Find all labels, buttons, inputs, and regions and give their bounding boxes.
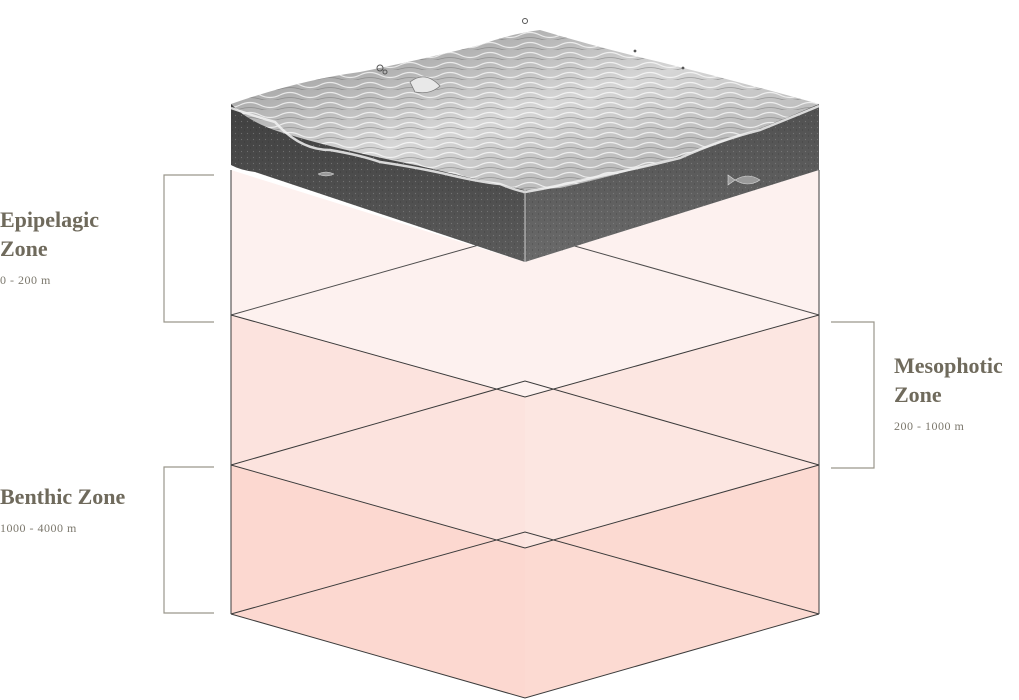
benthic-band-left-face: [231, 465, 525, 698]
zone-range-benthic: 1000 - 4000 m: [0, 521, 77, 535]
benthic-band-right-face: [525, 465, 819, 698]
boundary-epi-meso: [230, 314, 820, 398]
zone-label-benthic: Benthic Zone 1000 - 4000 m: [0, 482, 130, 536]
zone-band-mesophotic: [231, 315, 819, 548]
zone-band-benthic: [231, 465, 819, 698]
fish-icon: [727, 174, 761, 186]
prism-outlines: [230, 170, 820, 699]
zone-range-epipelagic: 0 - 200 m: [0, 273, 51, 287]
bracket-epipelagic: [163, 174, 214, 323]
zone-title-mesophotic: Mesophotic Zone: [894, 353, 1003, 407]
zone-title-epipelagic: Epipelagic Zone: [0, 207, 100, 261]
mesophotic-band-right-face: [525, 315, 819, 548]
mesophotic-band-left-face: [231, 315, 525, 548]
epipelagic-band-right-face: [525, 170, 819, 397]
zone-band-epipelagic: [231, 170, 819, 397]
zone-title-benthic: Benthic Zone: [0, 484, 126, 509]
epipelagic-band-left-face: [231, 170, 525, 397]
bracket-mesophotic: [831, 321, 875, 469]
bottom-front: [230, 613, 820, 699]
water-foam-edge: [230, 104, 820, 194]
fish-icon: [317, 171, 335, 177]
zone-label-mesophotic: Mesophotic Zone 200 - 1000 m: [894, 351, 1019, 434]
boundary-meso-benthic: [230, 464, 820, 549]
zone-label-epipelagic: Epipelagic Zone 0 - 200 m: [0, 205, 130, 288]
bottom-back: [230, 531, 820, 615]
boundary-meso-benthic-back: [230, 380, 820, 466]
bracket-benthic: [163, 466, 214, 614]
zone-range-mesophotic: 200 - 1000 m: [894, 419, 965, 433]
ocean-water-block-illustration: [230, 18, 820, 262]
